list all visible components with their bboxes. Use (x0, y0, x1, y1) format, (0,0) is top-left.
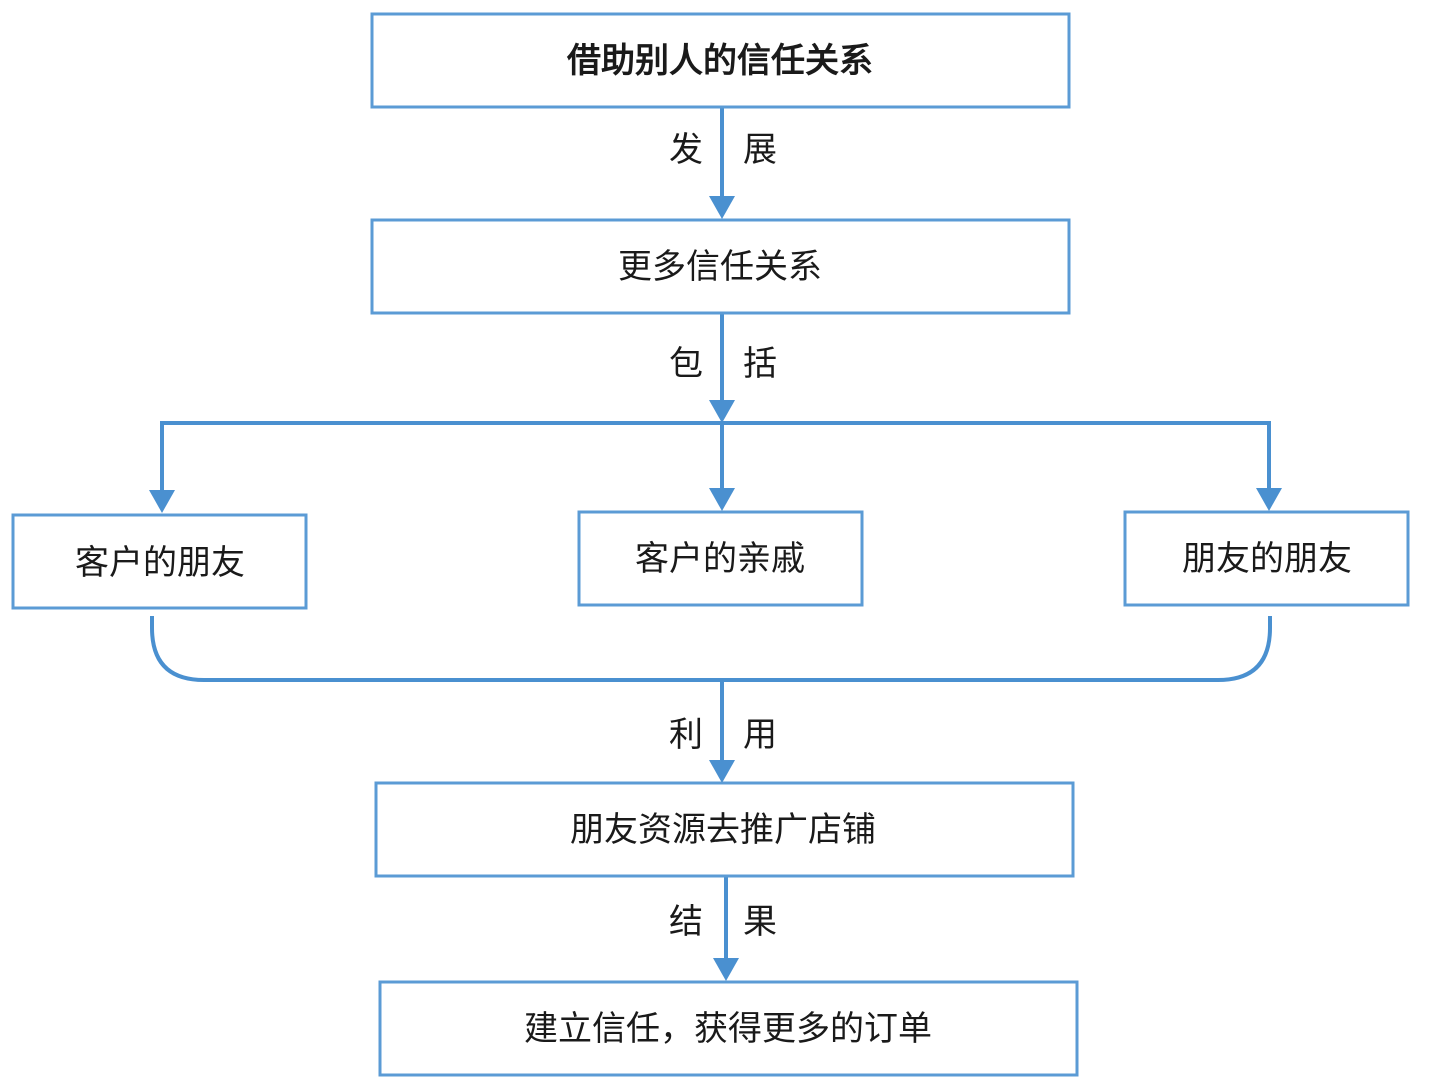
edge-label-include-2: 括 (743, 344, 777, 384)
node-promote: 朋友资源去推广店铺 (374, 781, 1075, 878)
node-promote-box (374, 781, 1075, 878)
connector-merge-bracket (150, 616, 1272, 682)
arrowhead-include (709, 400, 735, 423)
node-promote-label: 朋友资源去推广店铺 (570, 810, 876, 850)
arrowhead-use (709, 760, 735, 783)
node-root-label: 借助别人的信任关系 (566, 41, 873, 81)
arrowhead-branch-left (149, 490, 175, 513)
edge-label-develop-1: 发 (669, 130, 703, 170)
arrowhead-develop (709, 196, 735, 219)
arrowhead-result (713, 958, 739, 981)
node-client-relatives-box (577, 510, 864, 607)
node-client-relatives-label: 客户的亲戚 (635, 539, 805, 579)
node-friends-of-friends-box (1123, 510, 1410, 607)
node-result-box (378, 980, 1079, 1077)
node-more-trust-label: 更多信任关系 (618, 247, 822, 287)
node-client-friends-box (11, 513, 308, 610)
node-client-friends-label: 客户的朋友 (75, 543, 245, 583)
edge-label-use-2: 用 (743, 715, 777, 755)
node-root-box (370, 12, 1071, 109)
connectors (149, 107, 1282, 981)
edge-label-use-1: 利 (669, 715, 703, 755)
node-result: 建立信任，获得更多的订单 (378, 980, 1079, 1077)
node-more-trust-box (370, 218, 1071, 315)
edge-labels: 发 展 包 括 利 用 结 果 (669, 130, 777, 942)
node-root: 借助别人的信任关系 (370, 12, 1071, 109)
node-more-trust: 更多信任关系 (370, 218, 1071, 315)
node-friends-of-friends: 朋友的朋友 (1123, 510, 1410, 607)
arrowhead-branch-right (1256, 488, 1282, 511)
edge-label-develop-2: 展 (743, 130, 777, 170)
arrowhead-branch-middle (709, 488, 735, 511)
edge-label-result-1: 结 (669, 902, 703, 942)
node-client-relatives: 客户的亲戚 (577, 510, 864, 607)
edge-label-result-2: 果 (743, 902, 777, 942)
node-result-label: 建立信任，获得更多的订单 (524, 1009, 932, 1049)
node-client-friends: 客户的朋友 (11, 513, 308, 610)
edge-label-include-1: 包 (669, 344, 703, 384)
node-friends-of-friends-label: 朋友的朋友 (1182, 539, 1352, 579)
